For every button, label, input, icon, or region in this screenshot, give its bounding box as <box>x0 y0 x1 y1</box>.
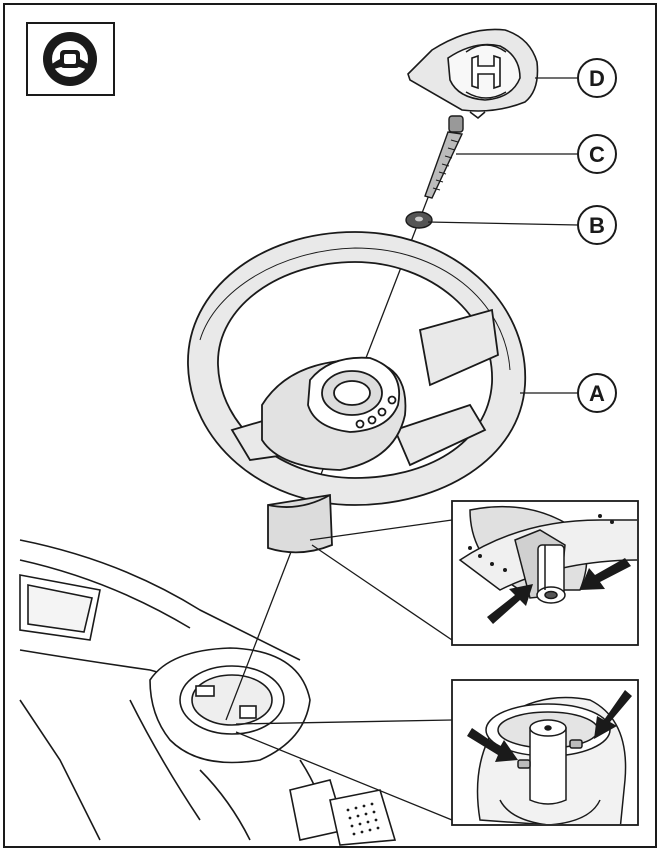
mower-body <box>19 539 397 846</box>
steering-wheel-icon <box>26 22 115 96</box>
callout-c: C <box>577 134 617 174</box>
callout-c-label: C <box>589 142 605 167</box>
callout-b-label: B <box>589 213 605 238</box>
callout-d: D <box>577 58 617 98</box>
detail-inset-shaft <box>451 679 639 826</box>
h-logo-icon <box>465 44 507 99</box>
callout-d-label: D <box>589 66 605 91</box>
bolt-part-c <box>424 115 464 199</box>
callout-a-label: A <box>589 381 605 406</box>
callout-a: A <box>577 373 617 413</box>
washer-part-b <box>405 211 433 229</box>
callout-b: B <box>577 205 617 245</box>
steering-wheel-part-a <box>187 231 526 554</box>
arrow-icon <box>487 558 631 624</box>
detail-inset-column <box>451 500 639 646</box>
arrow-icon <box>467 690 632 762</box>
center-cap-part-d <box>407 28 539 120</box>
leader-lines <box>235 77 579 821</box>
